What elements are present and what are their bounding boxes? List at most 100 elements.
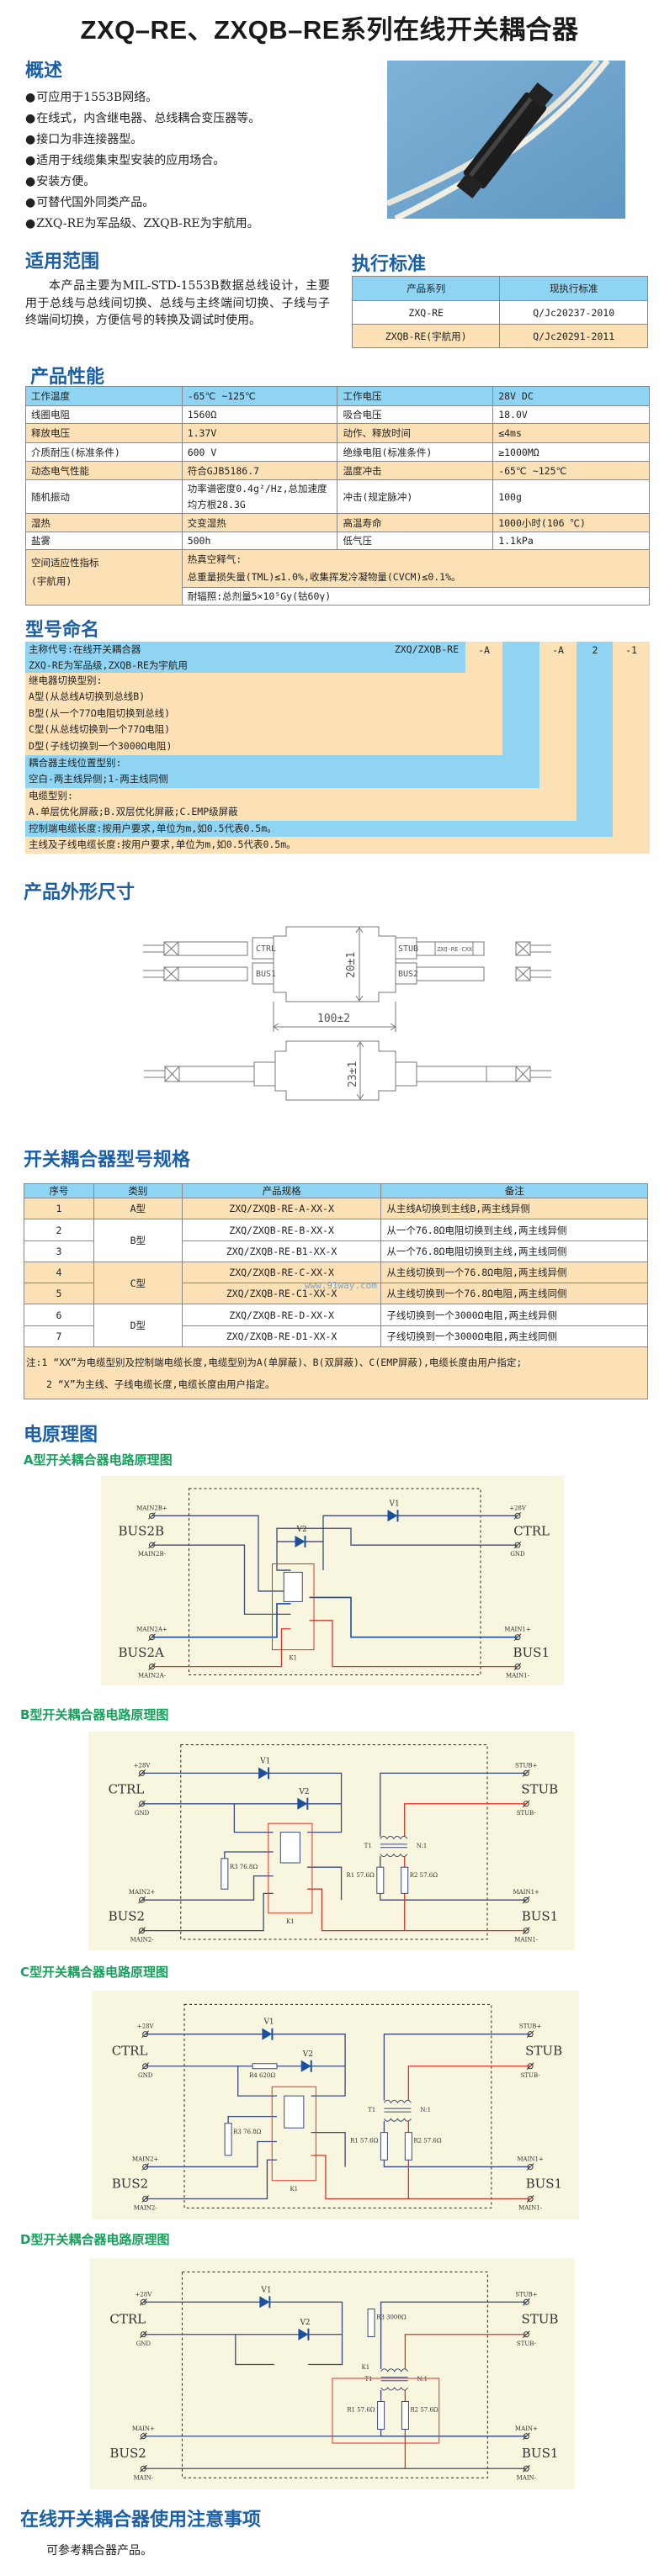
part-label: V1 — [259, 1757, 270, 1765]
part-label: R3 76.8Ω — [230, 1864, 258, 1870]
schematic-b-title: B型开关耦合器电路原理图 — [20, 1707, 169, 1722]
dim-label-bus1: BUS1 — [256, 970, 276, 979]
cable-type-value: A.单层优化屏蔽;B.双层优化屏蔽;C.EMP级屏蔽 — [29, 806, 238, 817]
part-label: V2 — [298, 1788, 309, 1796]
terminal-group-label: BUS2B — [119, 1524, 165, 1539]
space-label-sub: (宇航用) — [31, 575, 72, 587]
terminal-label: GND — [138, 2072, 153, 2079]
cell: ZXQ/ZXQB-RE-C-XX-X — [181, 1262, 382, 1283]
schematic-c-title: C型开关耦合器电路原理图 — [20, 1965, 169, 1980]
part-label: K1 — [289, 1655, 297, 1662]
relay-k1 — [268, 1822, 313, 1914]
wire — [309, 1620, 518, 1668]
terminal-label: MAIN+ — [132, 2425, 155, 2432]
resistor-icon — [380, 2132, 388, 2161]
wire — [237, 2066, 278, 2097]
cable-type-block: 电缆型别: A.单层优化屏蔽;B.双层优化屏蔽;C.EMP级屏蔽 — [25, 788, 577, 821]
terminal-label: MAIN1- — [506, 1673, 530, 1679]
cell: 工作温度 — [25, 386, 183, 406]
col-header: 产品规格 — [181, 1183, 382, 1198]
cell: 随机振动 — [25, 479, 183, 514]
cell: 28V DC — [492, 386, 650, 406]
cell: ZXQ/ZXQB-RE-A-XX-X — [181, 1198, 382, 1219]
relay-type-item: D型(子线切换到一个3000Ω电阻) — [29, 739, 173, 752]
enclosure-outline — [189, 1488, 481, 1676]
wire — [311, 2131, 346, 2167]
part-label: R1 57.6Ω — [346, 1872, 375, 1879]
terminal-group-label: STUB — [521, 1782, 558, 1797]
part-label: V2 — [296, 1526, 307, 1534]
relay-type-block: 继电器切换型别: A型(从总线A切换到总线B) B型(从一个77Ω电阻切换到总线… — [25, 673, 502, 755]
relay-type-item: C型(从总线切换到一个77Ω电阻) — [29, 723, 171, 736]
dimensions-heading: 产品外形尺寸 — [24, 881, 136, 903]
terminal-group-label: STUB — [525, 2044, 562, 2059]
col-header: 类别 — [93, 1183, 183, 1198]
cell: 500h — [181, 532, 338, 550]
dim-width: 23±1 — [347, 1061, 359, 1087]
product-photo — [385, 58, 625, 222]
part-label: R3 76.8Ω — [233, 2129, 262, 2135]
wire — [224, 1851, 274, 1859]
bullet-item: 在线式，内含继电器、总线耦合变压器等。 — [25, 108, 260, 130]
cell: 1000小时(106 ℃) — [492, 513, 650, 532]
resistor-icon — [404, 2132, 412, 2161]
cell: -65℃ ~125℃ — [492, 461, 650, 480]
wire — [235, 2334, 274, 2366]
cell: 介质耐压(标准条件) — [25, 442, 183, 462]
cell: A型 — [93, 1198, 183, 1219]
code-cable: -A — [552, 644, 564, 656]
cell: 1.37V — [181, 423, 338, 443]
transformer-icon — [383, 2099, 412, 2122]
models-notes: 注:1 “XX”为电缆型别及控制端电缆长度,电缆型别为A(单屏蔽)、B(双屏蔽)… — [24, 1346, 648, 1399]
bullet-item: ZXQ-RE为军品级、ZXQB-RE为宇航用。 — [25, 214, 260, 235]
cell: 从一个76.8Ω电阻切换到主线,两主线异侧 — [380, 1219, 648, 1241]
terminal-label: +28V — [137, 2023, 155, 2030]
cell: 3 — [24, 1240, 94, 1262]
part-label: K1 — [362, 2364, 370, 2371]
wire — [383, 2034, 531, 2101]
transformer-icon — [380, 2368, 409, 2391]
terminal-label: STUB- — [521, 2072, 541, 2079]
cell-text: ZXQ/ZXQB-RE-C1-XX-X — [226, 1288, 337, 1299]
dim-length: 100±2 — [317, 1013, 350, 1025]
terminal-label: MAIN2A- — [138, 1673, 167, 1679]
terminal-label: MAIN2A+ — [136, 1627, 167, 1633]
code-ctrl-length: 2 — [592, 644, 598, 656]
cell: Q/Jc20291-2011 — [499, 324, 648, 348]
cell: 100g — [492, 479, 650, 514]
bullet-item: 可替代国外同类产品。 — [25, 193, 260, 214]
diode-icon — [298, 2328, 309, 2341]
terminal-label: STUB+ — [515, 1762, 538, 1769]
part-label: T1 — [364, 2376, 372, 2383]
resistor-icon — [367, 2309, 375, 2337]
dim-height: 20±1 — [345, 952, 358, 978]
cell: 从主线切换到一个76.8Ω电阻,两主线异侧 — [380, 1262, 648, 1283]
wire — [404, 2334, 527, 2369]
diode-icon — [295, 1536, 306, 1548]
cell: Q/Jc20237-2010 — [499, 300, 648, 325]
part-label: R4 620Ω — [249, 2072, 275, 2079]
wire — [322, 1515, 518, 1571]
cell: 释放电压 — [25, 423, 183, 443]
cell: 低气压 — [337, 532, 494, 550]
transformer-icon — [380, 1835, 408, 1858]
terminal-label: MAIN2- — [130, 1937, 155, 1944]
cell: C型 — [93, 1262, 183, 1304]
part-label: T1 — [368, 2107, 375, 2113]
terminal-label: MAIN2- — [134, 2205, 158, 2212]
terminal-group-label: BUS1 — [526, 2176, 562, 2191]
wire — [233, 1803, 274, 1833]
overview-bullets: 可应用于1553B网络。 在线式，内含继电器、总线耦合变压器等。 接口为非连接器… — [25, 87, 260, 235]
schematic-drawing: +28VGNDCTRLMAIN2+MAIN2-BUS2STUB+STUB-STU… — [112, 2003, 562, 2212]
schematic-a-title: A型开关耦合器电路原理图 — [24, 1452, 173, 1468]
cell: ZXQ-RE — [351, 300, 501, 325]
relay-k1 — [332, 2378, 440, 2444]
radiation-value: 耐辐照:总剂量5×10⁵Gy(钴60γ) — [181, 587, 651, 606]
relay-k1 — [271, 2086, 316, 2182]
cell: 从主线A切换到主线B,两主线异侧 — [380, 1198, 648, 1219]
wire — [227, 2115, 278, 2124]
terminal-group-label: BUS2 — [109, 1908, 145, 1923]
